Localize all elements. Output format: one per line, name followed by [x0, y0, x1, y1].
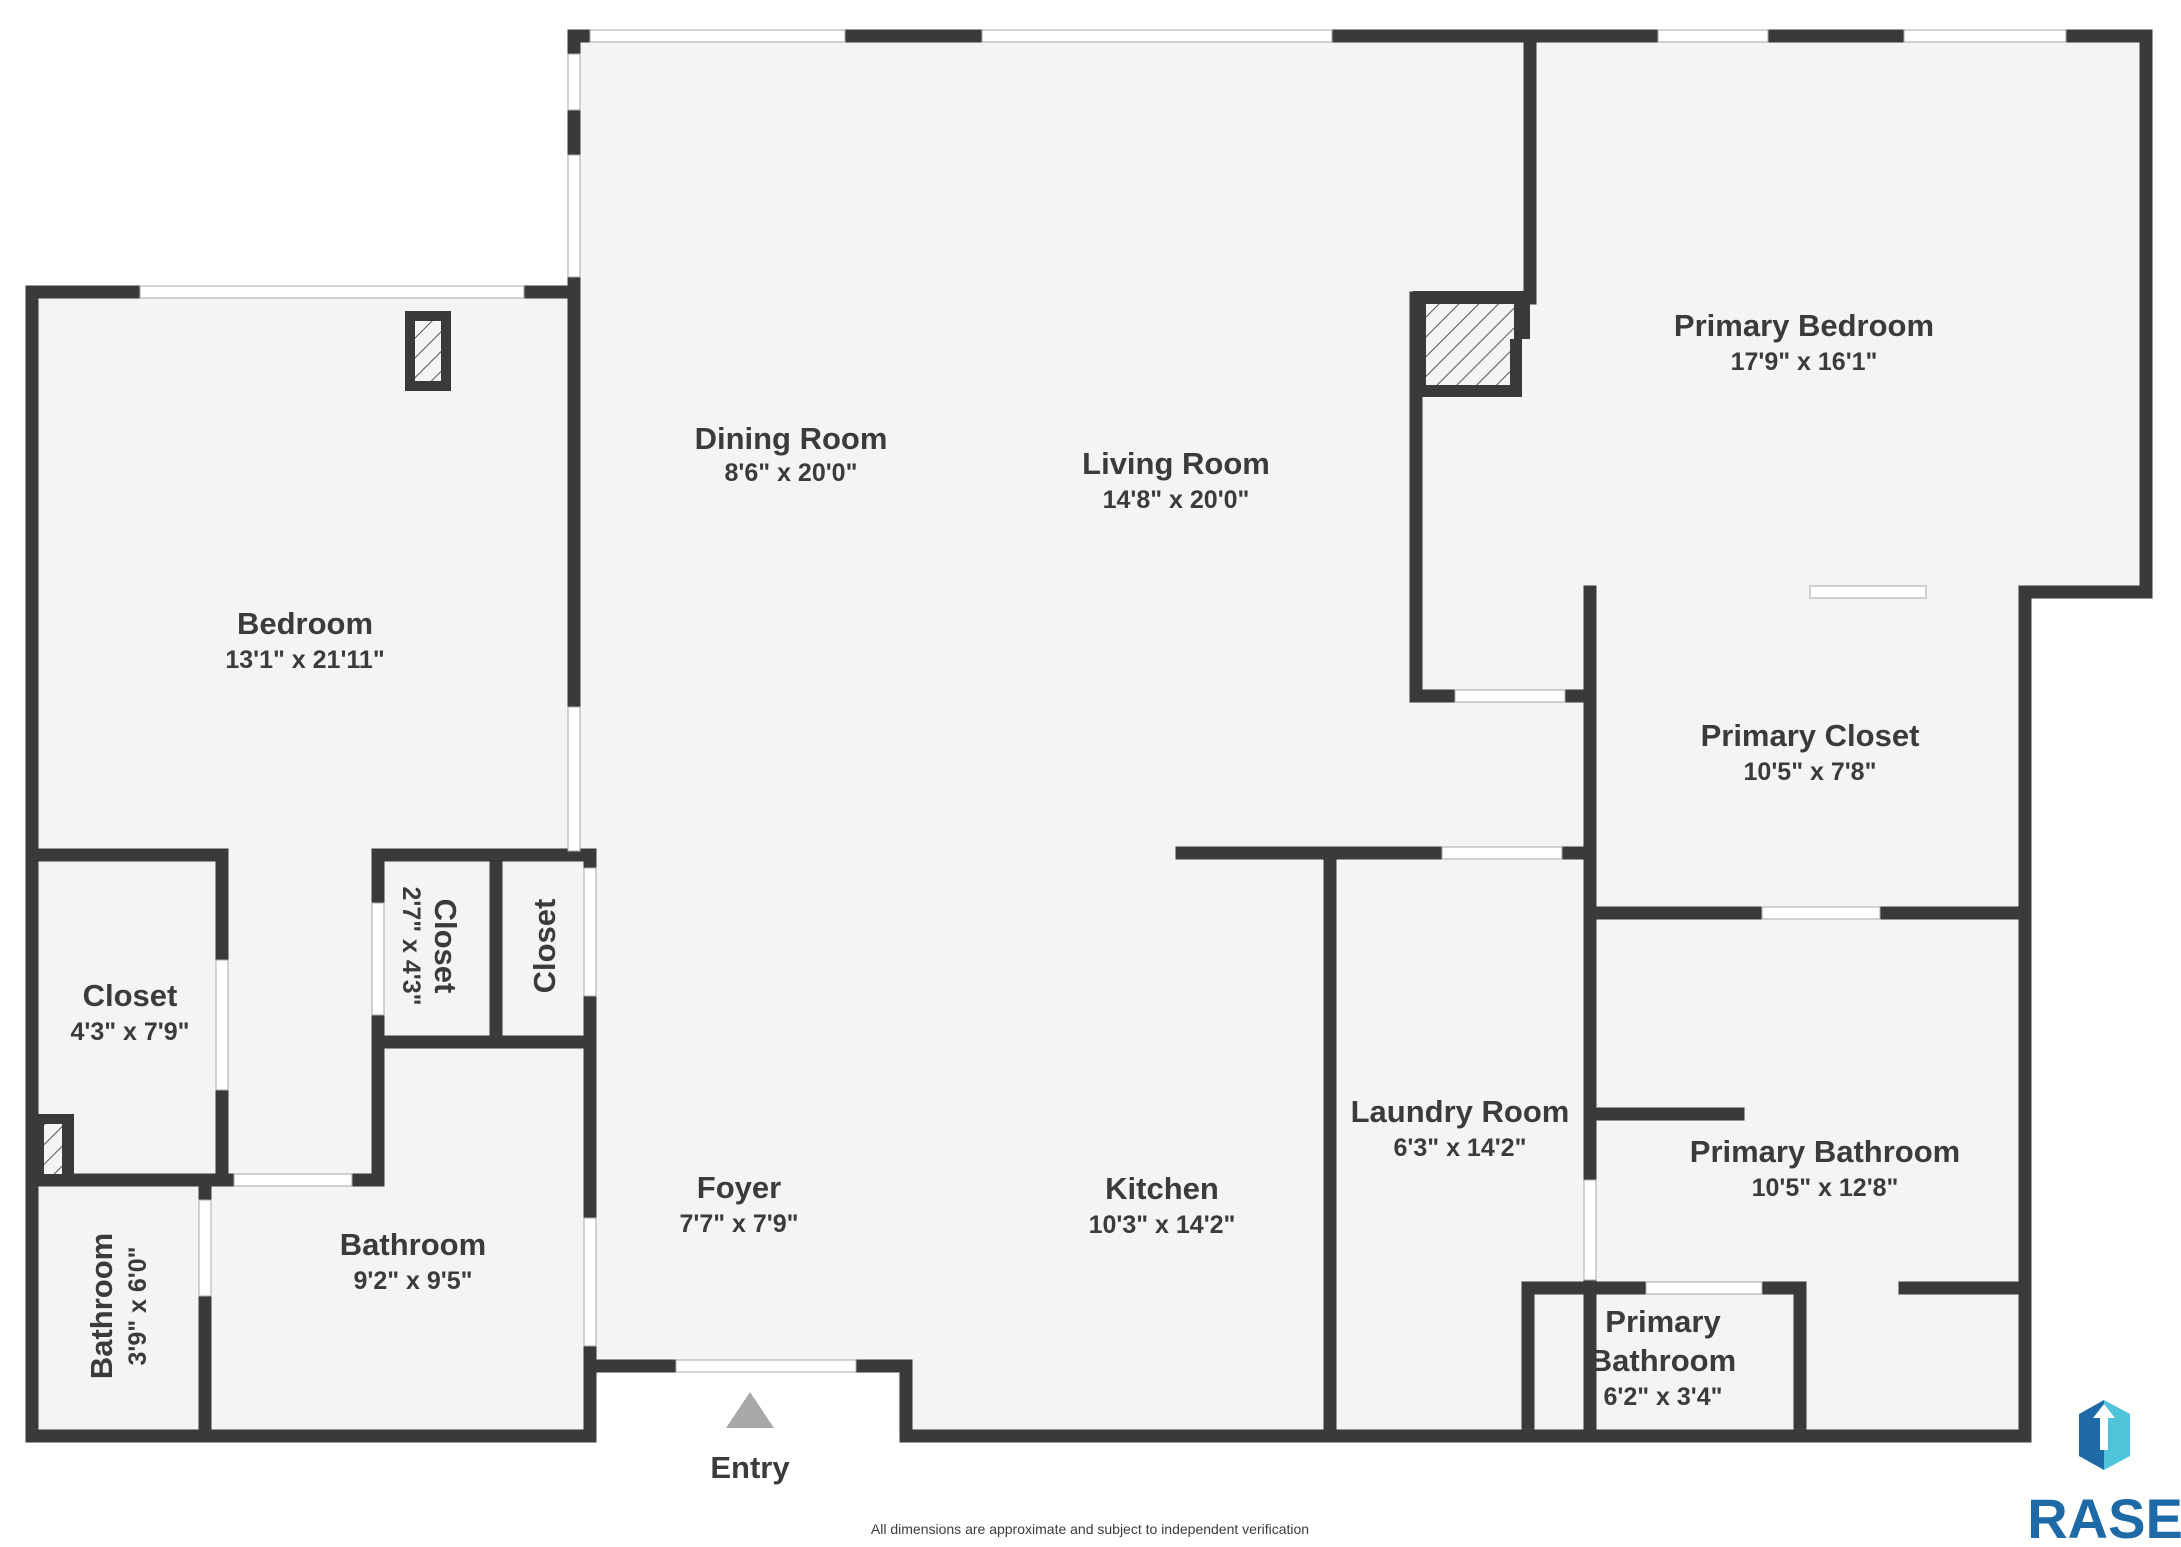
- primary-bathroom-dim: 10'5" x 12'8": [1752, 1174, 1899, 1202]
- kitchen-name: Kitchen: [1105, 1171, 1219, 1206]
- primary-closet-name: Primary Closet: [1701, 718, 1920, 753]
- closet-small-name: Closet: [428, 899, 463, 994]
- dining-room-name: Dining Room: [695, 421, 888, 456]
- rase-logo: RASE: [2027, 1400, 2181, 1547]
- living-room-dim: 14'8" x 20'0": [1103, 486, 1250, 514]
- bathroom-small-dim: 3'9" x 6'0": [124, 1246, 152, 1365]
- primary-closet-dim: 10'5" x 7'8": [1744, 758, 1877, 786]
- primary-bedroom-name: Primary Bedroom: [1674, 308, 1934, 343]
- kitchen-dim: 10'3" x 14'2": [1089, 1211, 1236, 1239]
- entry-arrow-icon: [726, 1392, 774, 1428]
- primary-bath-small-name-2: Bathroom: [1590, 1343, 1736, 1378]
- primary-bathroom-name: Primary Bathroom: [1690, 1134, 1960, 1169]
- dining-room-dim: 8'6" x 20'0": [725, 459, 858, 487]
- room-labels: Dining Room 8'6" x 20'0" Living Room 14'…: [70, 308, 1960, 1537]
- openings: [139, 29, 2067, 1373]
- disclaimer: All dimensions are approximate and subje…: [871, 1521, 1309, 1537]
- foyer-name: Foyer: [697, 1170, 781, 1205]
- bathroom-name: Bathroom: [340, 1227, 486, 1262]
- laundry-room-name: Laundry Room: [1351, 1094, 1570, 1129]
- living-room-name: Living Room: [1082, 446, 1270, 481]
- hatched-blocks: [38, 291, 1530, 1180]
- closet-plain-name: Closet: [527, 899, 562, 994]
- bathroom-small-name: Bathroom: [84, 1233, 119, 1379]
- closet-small-dim: 2'7" x 4'3": [397, 886, 425, 1005]
- foyer-dim: 7'7" x 7'9": [679, 1210, 798, 1238]
- primary-bedroom-dim: 17'9" x 16'1": [1731, 348, 1878, 376]
- bedroom-dim: 13'1" x 21'11": [225, 646, 384, 674]
- bedroom-name: Bedroom: [237, 606, 373, 641]
- logo-text: RASE: [2027, 1487, 2181, 1547]
- laundry-room-dim: 6'3" x 14'2": [1394, 1134, 1527, 1162]
- entry-label: Entry: [710, 1450, 790, 1485]
- closet-left-dim: 4'3" x 7'9": [70, 1018, 189, 1046]
- primary-bath-small-name-1: Primary: [1605, 1304, 1721, 1339]
- bathroom-dim: 9'2" x 9'5": [353, 1267, 472, 1295]
- primary-bath-small-dim: 6'2" x 3'4": [1603, 1383, 1722, 1411]
- closet-left-name: Closet: [83, 978, 178, 1013]
- floor-areas: [32, 42, 2140, 1432]
